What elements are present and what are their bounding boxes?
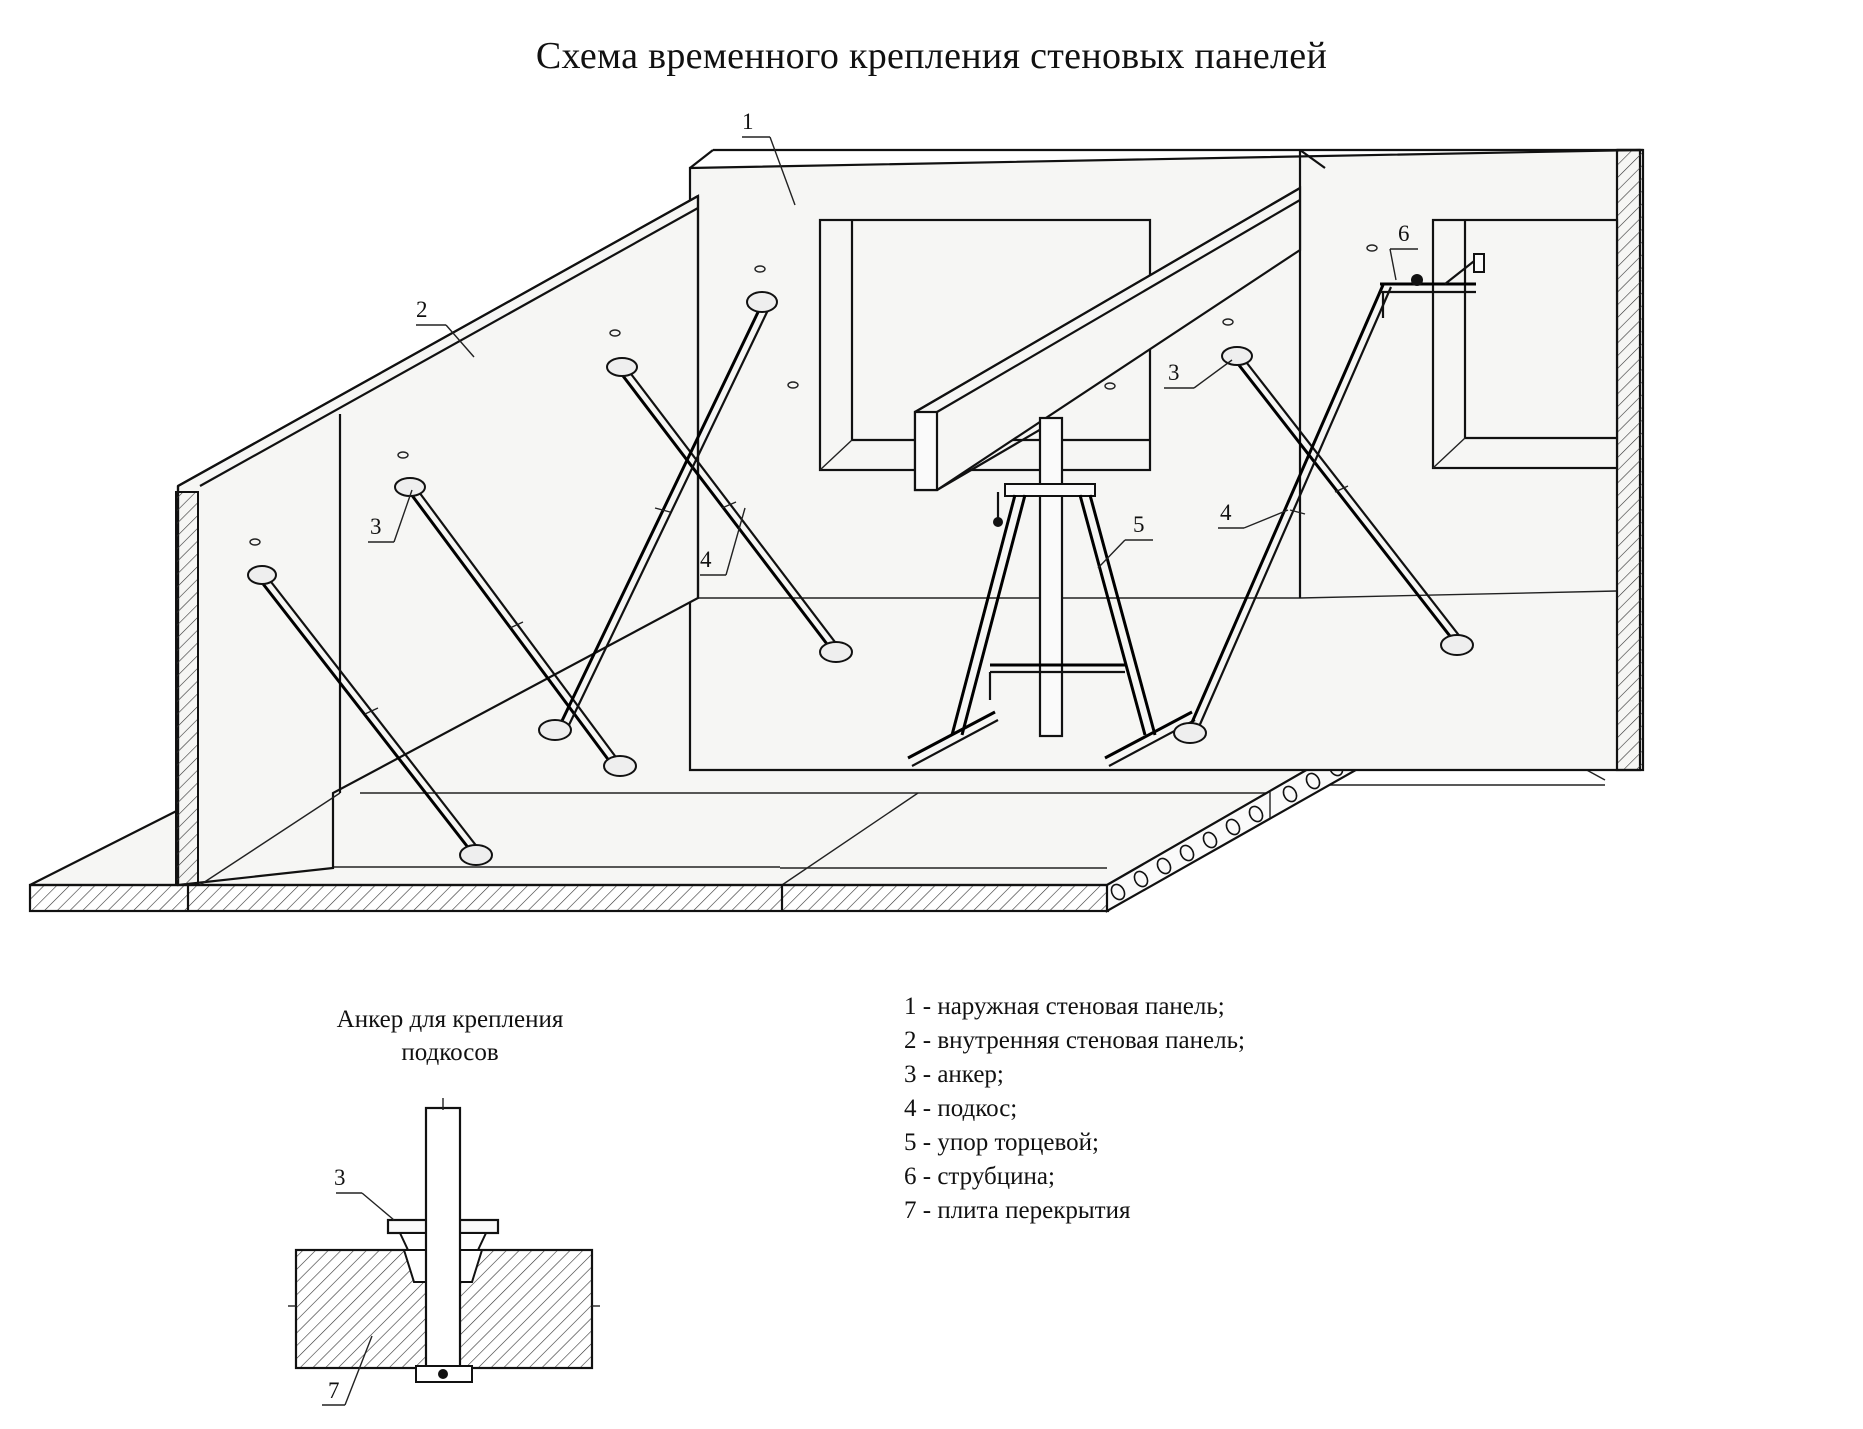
legend-item: 4 - подкос; <box>904 1095 1018 1122</box>
callout-4-right: 4 <box>1220 500 1232 525</box>
brace-3 <box>606 329 853 663</box>
panel-lifting-loops <box>787 381 1116 390</box>
legend-item: 1 - наружная стеновая панель; <box>904 993 1225 1020</box>
legend: 1 - наружная стеновая панель; 2 - внутре… <box>904 990 1245 1228</box>
legend-item: 3 - анкер; <box>904 1061 1004 1088</box>
anchor-detail-title-line2: подкосов <box>401 1039 499 1066</box>
anchor-detail-title-line1: Анкер для крепления <box>336 1006 564 1033</box>
clamp <box>1380 253 1485 318</box>
brace-4 <box>538 265 778 741</box>
brace-2 <box>394 451 637 777</box>
brace-5 <box>1221 318 1474 656</box>
anchor-detail-title: Анкер для крепления подкосов <box>300 1003 600 1069</box>
callout-1: 1 <box>742 109 754 134</box>
callout-5: 5 <box>1133 512 1145 537</box>
anchor-detail <box>288 1098 600 1406</box>
diagram-title: Схема временного крепления стеновых пане… <box>535 35 1328 77</box>
callout-6: 6 <box>1398 221 1410 246</box>
legend-item: 5 - упор торцевой; <box>904 1129 1099 1156</box>
legend-item: 6 - струбцина; <box>904 1163 1055 1190</box>
callout-2: 2 <box>416 297 428 322</box>
leaders <box>368 136 1418 576</box>
brace-1 <box>247 538 493 866</box>
callout-3-left: 3 <box>370 514 382 539</box>
brace-6 <box>1173 244 1393 744</box>
erected-panel <box>913 186 1302 738</box>
legend-item: 2 - внутренняя стеновая панель; <box>904 1027 1245 1054</box>
detail-callout-3: 3 <box>334 1165 346 1190</box>
callout-3-right: 3 <box>1168 360 1180 385</box>
end-stop-tripod <box>907 483 1196 767</box>
inner-wall-panel <box>175 194 700 887</box>
window-opening-right <box>1431 218 1619 470</box>
detail-callout-7: 7 <box>328 1378 340 1403</box>
callout-4-left: 4 <box>700 547 712 572</box>
legend-item: 7 - плита перекрытия <box>904 1197 1131 1224</box>
